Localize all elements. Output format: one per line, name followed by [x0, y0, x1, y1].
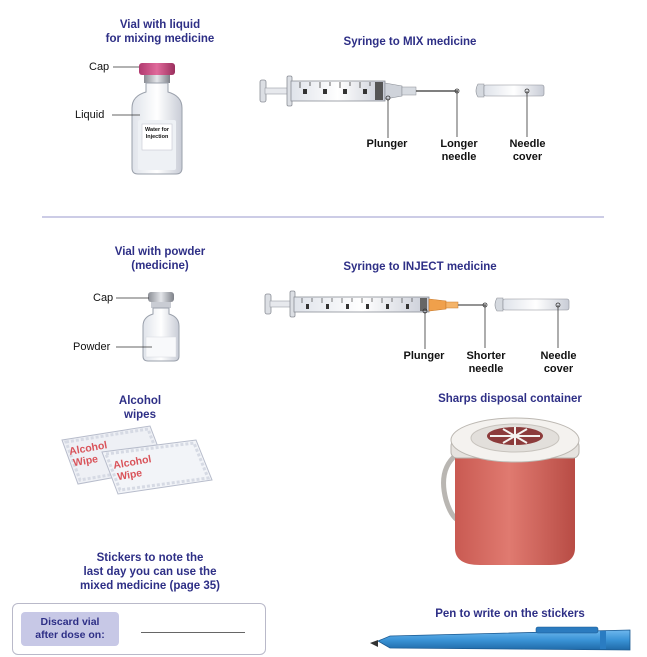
liquid-label: Liquid: [75, 109, 105, 121]
syringe-mix-title: Syringe to MIX medicine: [343, 36, 477, 48]
cap-label-top: Cap: [89, 61, 110, 73]
needle-cover-label-bottom: Needle cover: [540, 350, 577, 375]
discard-sticker: Discard vial after dose on:: [12, 603, 266, 655]
inject-syringe: [264, 290, 570, 349]
alcohol-wipes-illustration: Alcohol Wipe Alcohol Wipe: [61, 425, 213, 495]
vial-liquid-text: Water for Injection: [145, 127, 169, 140]
alcohol-wipes-title: Alcohol wipes: [118, 395, 162, 421]
longer-needle-label: Longer needle: [440, 138, 478, 163]
plunger-label-top: Plunger: [366, 138, 408, 150]
pen-title: Pen to write on the stickers: [435, 608, 585, 620]
powder-label: Powder: [73, 341, 111, 353]
svg-text:Wipe: Wipe: [72, 453, 99, 469]
mix-syringe: [259, 75, 545, 138]
sharps-title: Sharps disposal container: [438, 393, 582, 405]
liquid-vial: [112, 63, 183, 175]
cap-label-bottom: Cap: [93, 292, 114, 304]
sticker-date-line: [141, 632, 245, 633]
pen-illustration: [370, 626, 631, 651]
sharps-container-illustration: [441, 417, 580, 565]
svg-text:Wipe: Wipe: [116, 467, 143, 483]
sticker-label: Discard vial after dose on:: [21, 612, 119, 646]
vial-liquid-title: Vial with liquid for mixing medicine: [105, 19, 215, 45]
needle-cover-label-top: Needle cover: [509, 138, 546, 163]
syringe-inject-title: Syringe to INJECT medicine: [343, 261, 497, 273]
plunger-label-bottom: Plunger: [403, 350, 445, 362]
powder-vial: [116, 292, 180, 362]
stickers-title: Stickers to note the last day you can us…: [80, 552, 220, 592]
shorter-needle-label: Shorter needle: [466, 350, 506, 375]
vial-powder-title: Vial with powder (medicine): [114, 246, 206, 272]
